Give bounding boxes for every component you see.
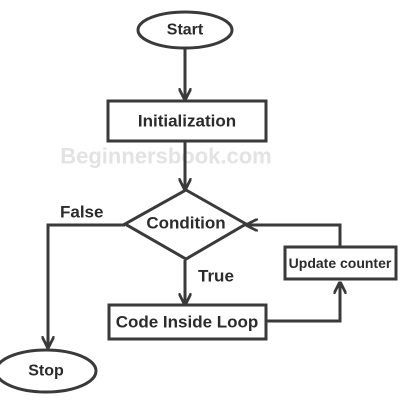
edge-condition-to-stop [48, 223, 125, 346]
true-label: True [198, 267, 234, 286]
condition-node [121, 188, 250, 261]
initialization-node [106, 99, 268, 143]
condition-label: Condition [146, 214, 225, 233]
update-counter-label: Update counter [289, 255, 392, 271]
edge-code-to-update [266, 284, 340, 323]
stop-node [0, 348, 98, 394]
start-label: Start [167, 22, 204, 39]
watermark-text: Beginnersbook.com [60, 144, 271, 169]
edge-update-to-condition [248, 225, 342, 246]
start-node [136, 10, 234, 50]
false-label: False [60, 203, 103, 222]
update-counter-node [283, 245, 398, 281]
initialization-label: Initialization [138, 112, 236, 131]
code-inside-loop-label: Code Inside Loop [116, 313, 259, 332]
stop-label: Stop [28, 363, 64, 380]
code-inside-loop-node [107, 303, 268, 341]
